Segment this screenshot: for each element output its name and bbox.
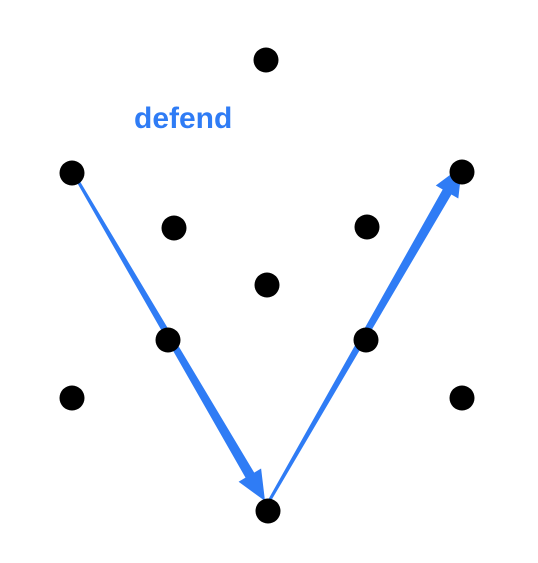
- dot-inner-left: [161, 215, 187, 241]
- dot-top: [253, 47, 279, 73]
- dot-upper-right: [449, 159, 475, 185]
- dot-lower-left: [59, 385, 85, 411]
- defend-label: defend: [134, 102, 232, 135]
- dots-layer: [59, 47, 475, 524]
- dot-mid-left: [155, 327, 181, 353]
- dot-bottom: [255, 498, 281, 524]
- dot-lower-right: [449, 385, 475, 411]
- arrows-layer: [73, 166, 462, 504]
- dot-mid-right: [353, 327, 379, 353]
- dot-inner-right: [354, 214, 380, 240]
- dot-center: [254, 272, 280, 298]
- dot-upper-left: [59, 160, 85, 186]
